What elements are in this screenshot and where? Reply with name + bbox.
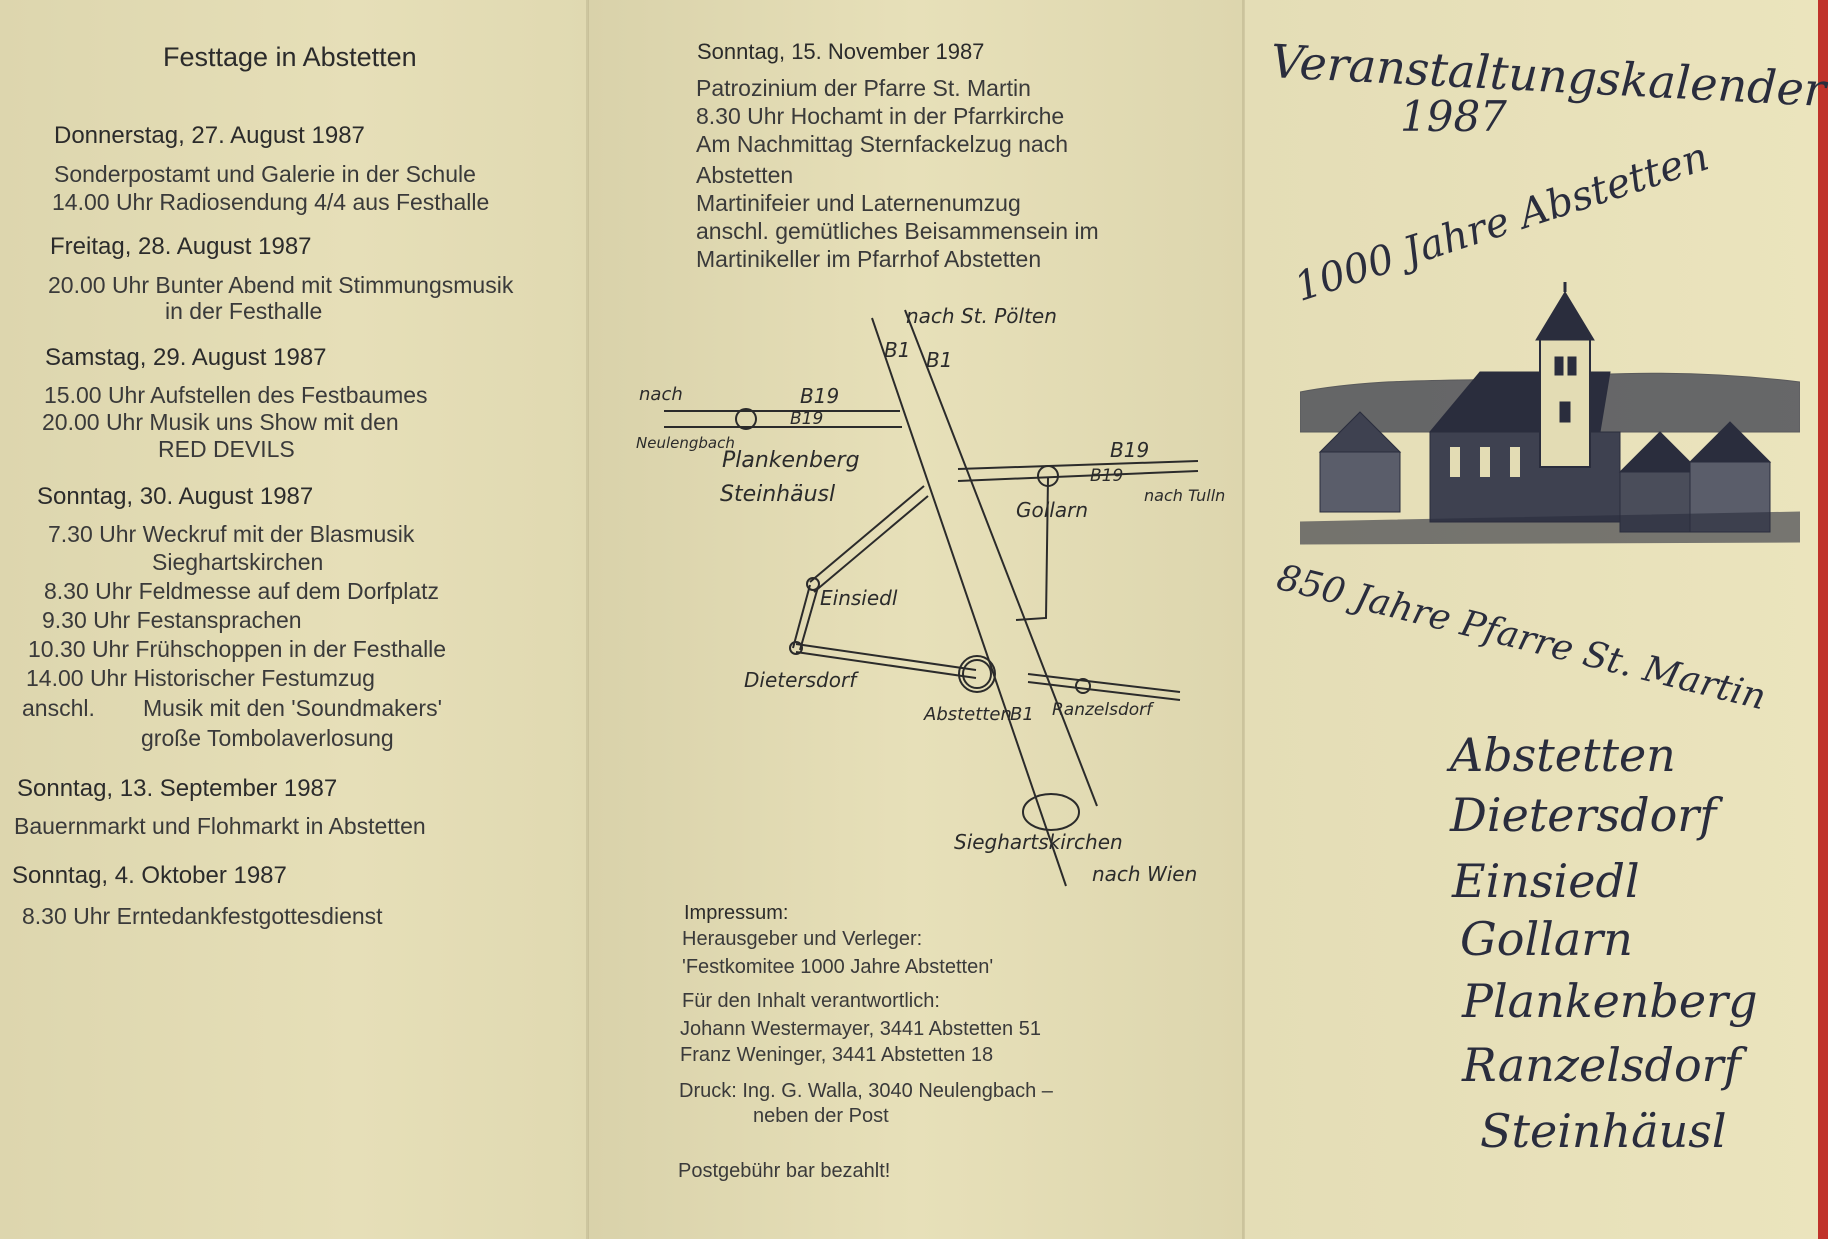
road-einsiedl [813, 495, 929, 593]
event-line: 20.00 Uhr Musik uns Show mit den [42, 409, 399, 435]
map-label: Ranzelsdorf [1052, 700, 1153, 720]
road-ranzelsdorf [1027, 681, 1181, 701]
november-line: anschl. gemütliches Beisammensein im [696, 218, 1099, 244]
event-line: 14.00 Uhr Radiosendung 4/4 aus Festhalle [52, 189, 490, 215]
village-name: Einsiedl [1452, 854, 1640, 908]
village-name: Dietersdorf [1450, 788, 1717, 842]
road-dietersdorf [792, 584, 811, 649]
impressum-line: Druck: Ing. G. Walla, 3040 Neulengbach – [679, 1080, 1053, 1102]
event-date: Sonntag, 13. September 1987 [17, 775, 338, 802]
november-line: Martinifeier und Laternenumzug [696, 190, 1021, 216]
town-marker [958, 655, 996, 693]
event-line: 8.30 Uhr Erntedankfestgottesdienst [22, 903, 383, 929]
map-label: Abstetten [924, 704, 1012, 725]
event-line: 10.30 Uhr Frühschoppen in der Festhalle [28, 636, 447, 662]
road-ranzelsdorf [1027, 673, 1181, 693]
event-line: 20.00 Uhr Bunter Abend mit Stimmungsmusi… [48, 272, 514, 298]
road-gollarn [1015, 477, 1049, 621]
november-line: Abstetten [696, 162, 794, 188]
fold-line [586, 0, 589, 1239]
road-b1 [871, 317, 1067, 887]
impressum-line: Postgebühr bar bezahlt! [678, 1160, 891, 1182]
event-line: 15.00 Uhr Aufstellen des Festbaumes [44, 382, 428, 408]
impressum-title: Impressum: [684, 902, 789, 924]
town-marker [962, 659, 992, 689]
village-name: Plankenberg [1462, 974, 1758, 1028]
map-label: Dietersdorf [744, 668, 857, 692]
map-label: B19 [800, 384, 840, 408]
road-dietersdorf [799, 586, 819, 651]
impressum-line: Johann Westermayer, 3441 Abstetten 51 [680, 1018, 1041, 1040]
event-date: Samstag, 29. August 1987 [45, 344, 327, 371]
event-line: Sonderpostamt und Galerie in der Schule [54, 161, 476, 187]
map-label: B19 [1090, 466, 1124, 486]
november-line: Am Nachmittag Sternfackelzug nach [696, 131, 1069, 157]
november-line: 8.30 Uhr Hochamt in der Pfarrkirche [696, 103, 1065, 129]
impressum-line: 'Festkomitee 1000 Jahre Abstetten' [682, 956, 994, 978]
event-line: 14.00 Uhr Historischer Festumzug [26, 665, 375, 691]
event-date: Sonntag, 4. Oktober 1987 [12, 862, 287, 889]
november-date: Sonntag, 15. November 1987 [697, 39, 985, 64]
map-label: nach St. Pölten [906, 304, 1057, 328]
map-label: B19 [1110, 438, 1150, 462]
map-label: Plankenberg [722, 448, 860, 473]
road-map [664, 309, 1199, 887]
village-name: Gollarn [1460, 912, 1633, 966]
map-label: nach [639, 384, 683, 405]
impressum-line: Für den Inhalt verantwortlich: [682, 990, 940, 1012]
village-name: Abstetten [1450, 728, 1676, 782]
impressum-line: Herausgeber und Verleger: [682, 928, 923, 950]
event-line: 7.30 Uhr Weckruf mit der Blasmusik [48, 521, 415, 547]
map-label: B1 [884, 338, 911, 362]
village-name: Ranzelsdorf [1462, 1038, 1741, 1092]
road-abstetten [795, 643, 977, 671]
town-marker [735, 408, 757, 430]
town-marker [789, 641, 803, 655]
road-b1 [904, 309, 1098, 807]
event-line: Bauernmarkt und Flohmarkt in Abstetten [14, 813, 426, 839]
left-panel [0, 0, 588, 1239]
event-line: in der Festhalle [165, 298, 323, 324]
event-line: anschl. [22, 695, 95, 721]
road-einsiedl [809, 485, 925, 583]
event-line: Musik mit den 'Soundmakers' [143, 695, 442, 721]
map-label: Einsiedl [820, 586, 898, 610]
town-marker [1075, 678, 1091, 694]
map-label: B1 [926, 348, 953, 372]
village-name: Steinhäusl [1480, 1104, 1727, 1158]
november-line: Martinikeller im Pfarrhof Abstetten [696, 246, 1042, 272]
november-line: Patrozinium der Pfarre St. Martin [696, 75, 1031, 101]
map-label: nach Tulln [1144, 486, 1226, 505]
map-label: B1 [1010, 704, 1034, 725]
map-label: Sieghartskirchen [954, 830, 1123, 854]
fold-line [1242, 0, 1245, 1239]
town-marker [806, 577, 820, 591]
event-date: Sonntag, 30. August 1987 [37, 483, 314, 510]
event-line: Sieghartskirchen [152, 549, 324, 575]
map-label: Steinhäusl [720, 482, 836, 507]
right-panel [1244, 0, 1818, 1239]
impressum-line: neben der Post [753, 1105, 889, 1127]
event-date: Donnerstag, 27. August 1987 [54, 122, 365, 149]
town-marker [1022, 793, 1080, 831]
road-b19-right [957, 460, 1199, 470]
impressum-line: Franz Weninger, 3441 Abstetten 18 [680, 1044, 994, 1066]
event-line: 9.30 Uhr Festansprachen [42, 607, 302, 633]
event-line: RED DEVILS [158, 436, 295, 462]
map-label: B19 [790, 409, 824, 429]
event-line: 8.30 Uhr Feldmesse auf dem Dorfplatz [44, 578, 440, 604]
map-label: nach Wien [1092, 862, 1198, 886]
road-b19-right [957, 470, 1199, 482]
event-line: große Tombolaverlosung [141, 725, 394, 751]
event-date: Freitag, 28. August 1987 [50, 233, 312, 260]
calendar-year: 1987 [1400, 92, 1507, 141]
map-label: Gollarn [1016, 498, 1089, 522]
church-illustration [1300, 282, 1800, 545]
middle-panel [588, 0, 1244, 1239]
festtage-title: Festtage in Abstetten [163, 42, 417, 72]
road-abstetten [795, 651, 977, 679]
town-marker [1037, 465, 1059, 487]
map-label: Neulengbach [636, 434, 735, 452]
